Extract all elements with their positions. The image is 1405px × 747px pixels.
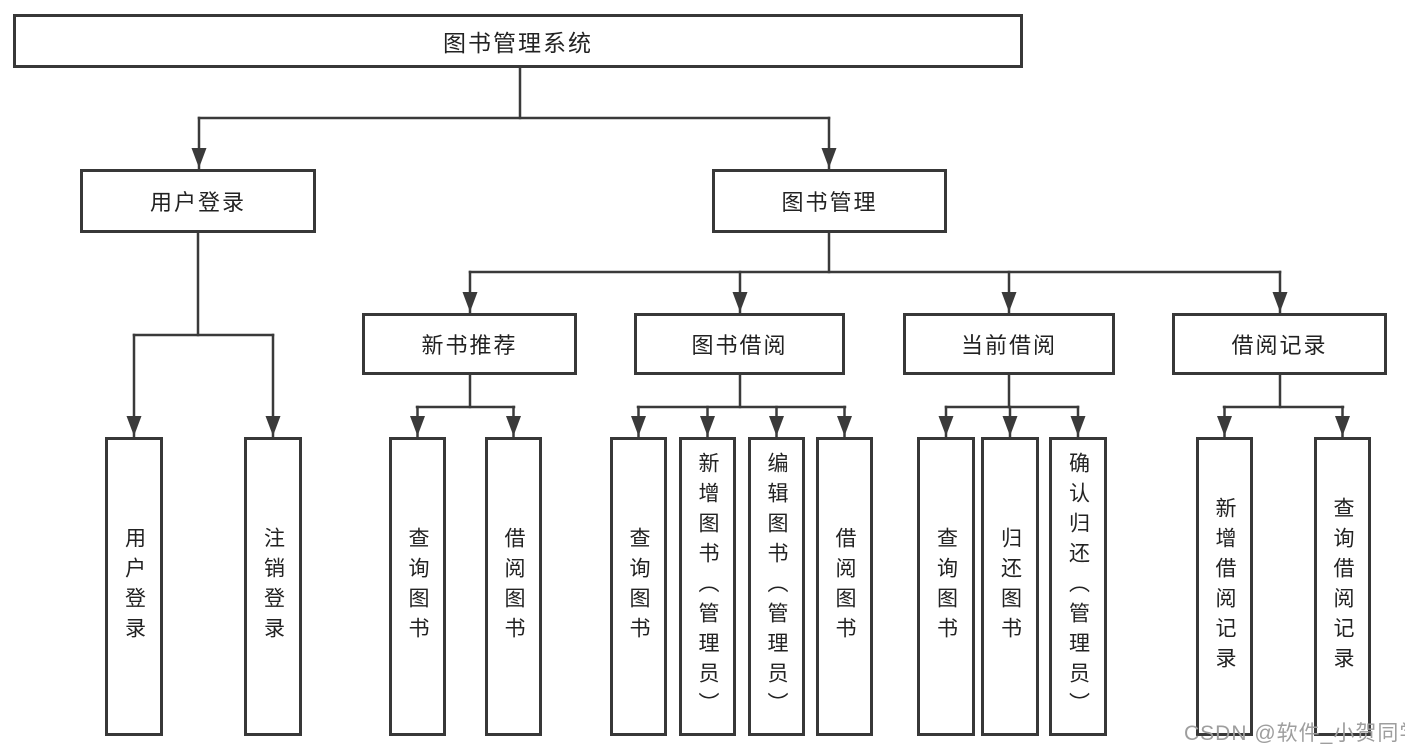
node-label: 查询图书 <box>627 526 650 647</box>
node-label: 图书管理 <box>781 190 878 215</box>
node-label: 借阅记录 <box>1231 333 1328 358</box>
node-label: 新书推荐 <box>421 333 518 358</box>
node-book-management: 图书管理 <box>712 169 947 233</box>
node-label: 借阅图书 <box>502 526 525 647</box>
leaf-query-books-recommend: 查询图书 <box>389 437 446 736</box>
leaf-query-books-borrow: 查询图书 <box>610 437 667 736</box>
leaf-user-login: 用户登录 <box>105 437 163 736</box>
node-label: 查询图书 <box>934 526 958 647</box>
node-label: 确认归还（管理员） <box>1066 451 1090 722</box>
node-label: 注销登录 <box>261 526 285 647</box>
node-label: 新增图书（管理员） <box>696 451 719 722</box>
node-library-management-system: 图书管理系统 <box>13 14 1023 68</box>
leaf-confirm-return-admin: 确认归还（管理员） <box>1049 437 1107 736</box>
leaf-add-book-admin: 新增图书（管理员） <box>679 437 736 736</box>
node-new-book-recommendation: 新书推荐 <box>362 313 577 375</box>
node-label: 当前借阅 <box>960 333 1057 358</box>
leaf-add-borrow-record: 新增借阅记录 <box>1196 437 1253 736</box>
node-label: 归还图书 <box>998 526 1022 647</box>
node-label: 新增借阅记录 <box>1213 496 1236 677</box>
leaf-borrow-books: 借阅图书 <box>816 437 873 736</box>
node-label: 图书管理系统 <box>443 30 593 56</box>
node-label: 编辑图书（管理员） <box>765 451 788 722</box>
leaf-logout: 注销登录 <box>244 437 302 736</box>
leaf-query-books-current: 查询图书 <box>917 437 975 736</box>
node-book-borrowing: 图书借阅 <box>634 313 845 375</box>
csdn-watermark: CSDN @软件_小贺同学 <box>1184 722 1405 745</box>
node-label: 用户登录 <box>122 526 146 647</box>
leaf-edit-book-admin: 编辑图书（管理员） <box>748 437 805 736</box>
node-label: 查询图书 <box>406 526 429 647</box>
node-user-login: 用户登录 <box>80 169 316 233</box>
node-label: 借阅图书 <box>833 526 856 647</box>
leaf-borrow-books-recommend: 借阅图书 <box>485 437 542 736</box>
leaf-return-books: 归还图书 <box>981 437 1039 736</box>
node-current-borrowing: 当前借阅 <box>903 313 1115 375</box>
node-borrowing-records: 借阅记录 <box>1172 313 1387 375</box>
leaf-query-borrow-record: 查询借阅记录 <box>1314 437 1371 736</box>
node-label: 图书借阅 <box>691 333 788 358</box>
node-label: 查询借阅记录 <box>1331 496 1354 677</box>
node-label: 用户登录 <box>149 190 246 215</box>
